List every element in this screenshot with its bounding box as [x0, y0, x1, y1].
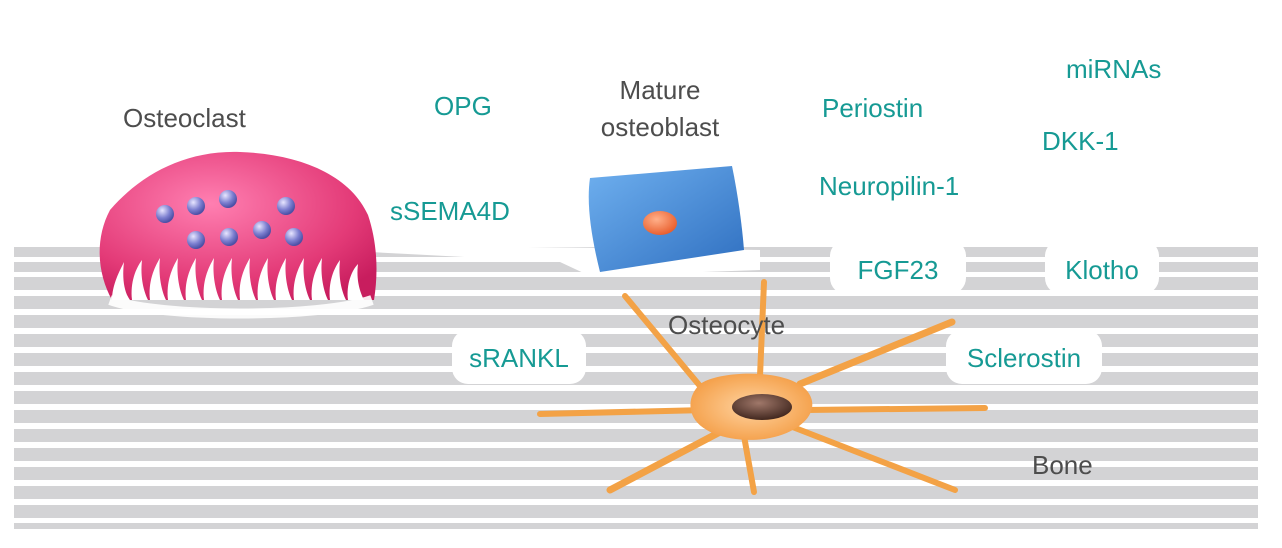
factor-klotho: Klotho	[1065, 255, 1139, 285]
factor-opg: OPG	[434, 91, 492, 121]
factor-neuropilin-1: Neuropilin-1	[819, 171, 960, 201]
osteocyte-cell-icon	[537, 279, 988, 495]
factor-periostin: Periostin	[822, 93, 924, 123]
factor-mirnas: miRNAs	[1066, 54, 1162, 84]
factor-ssema4d: sSEMA4D	[390, 196, 510, 226]
bone-label: Bone	[1032, 450, 1093, 480]
osteocyte-label: Osteocyte	[668, 310, 786, 340]
osteoclast-label: Osteoclast	[123, 103, 246, 133]
osteoblast-cell-icon	[588, 166, 744, 272]
osteoclast-nuclei	[156, 190, 303, 249]
osteoclast-cell-icon	[99, 151, 377, 319]
sclerostin-pill: Sclerostin	[946, 330, 1102, 384]
factor-dkk-1: DKK-1	[1042, 126, 1119, 156]
fgf23-pill: FGF23	[830, 240, 966, 294]
osteoblast-label-line1: Mature	[619, 75, 701, 105]
factor-srankl: sRANKL	[469, 343, 569, 373]
klotho-pill: Klotho	[1045, 240, 1159, 294]
factor-fgf23: FGF23	[857, 255, 939, 285]
srankl-pill: sRANKL	[452, 330, 586, 384]
osteoblast-label-line2: osteoblast	[600, 112, 720, 142]
factor-sclerostin: Sclerostin	[966, 343, 1082, 373]
